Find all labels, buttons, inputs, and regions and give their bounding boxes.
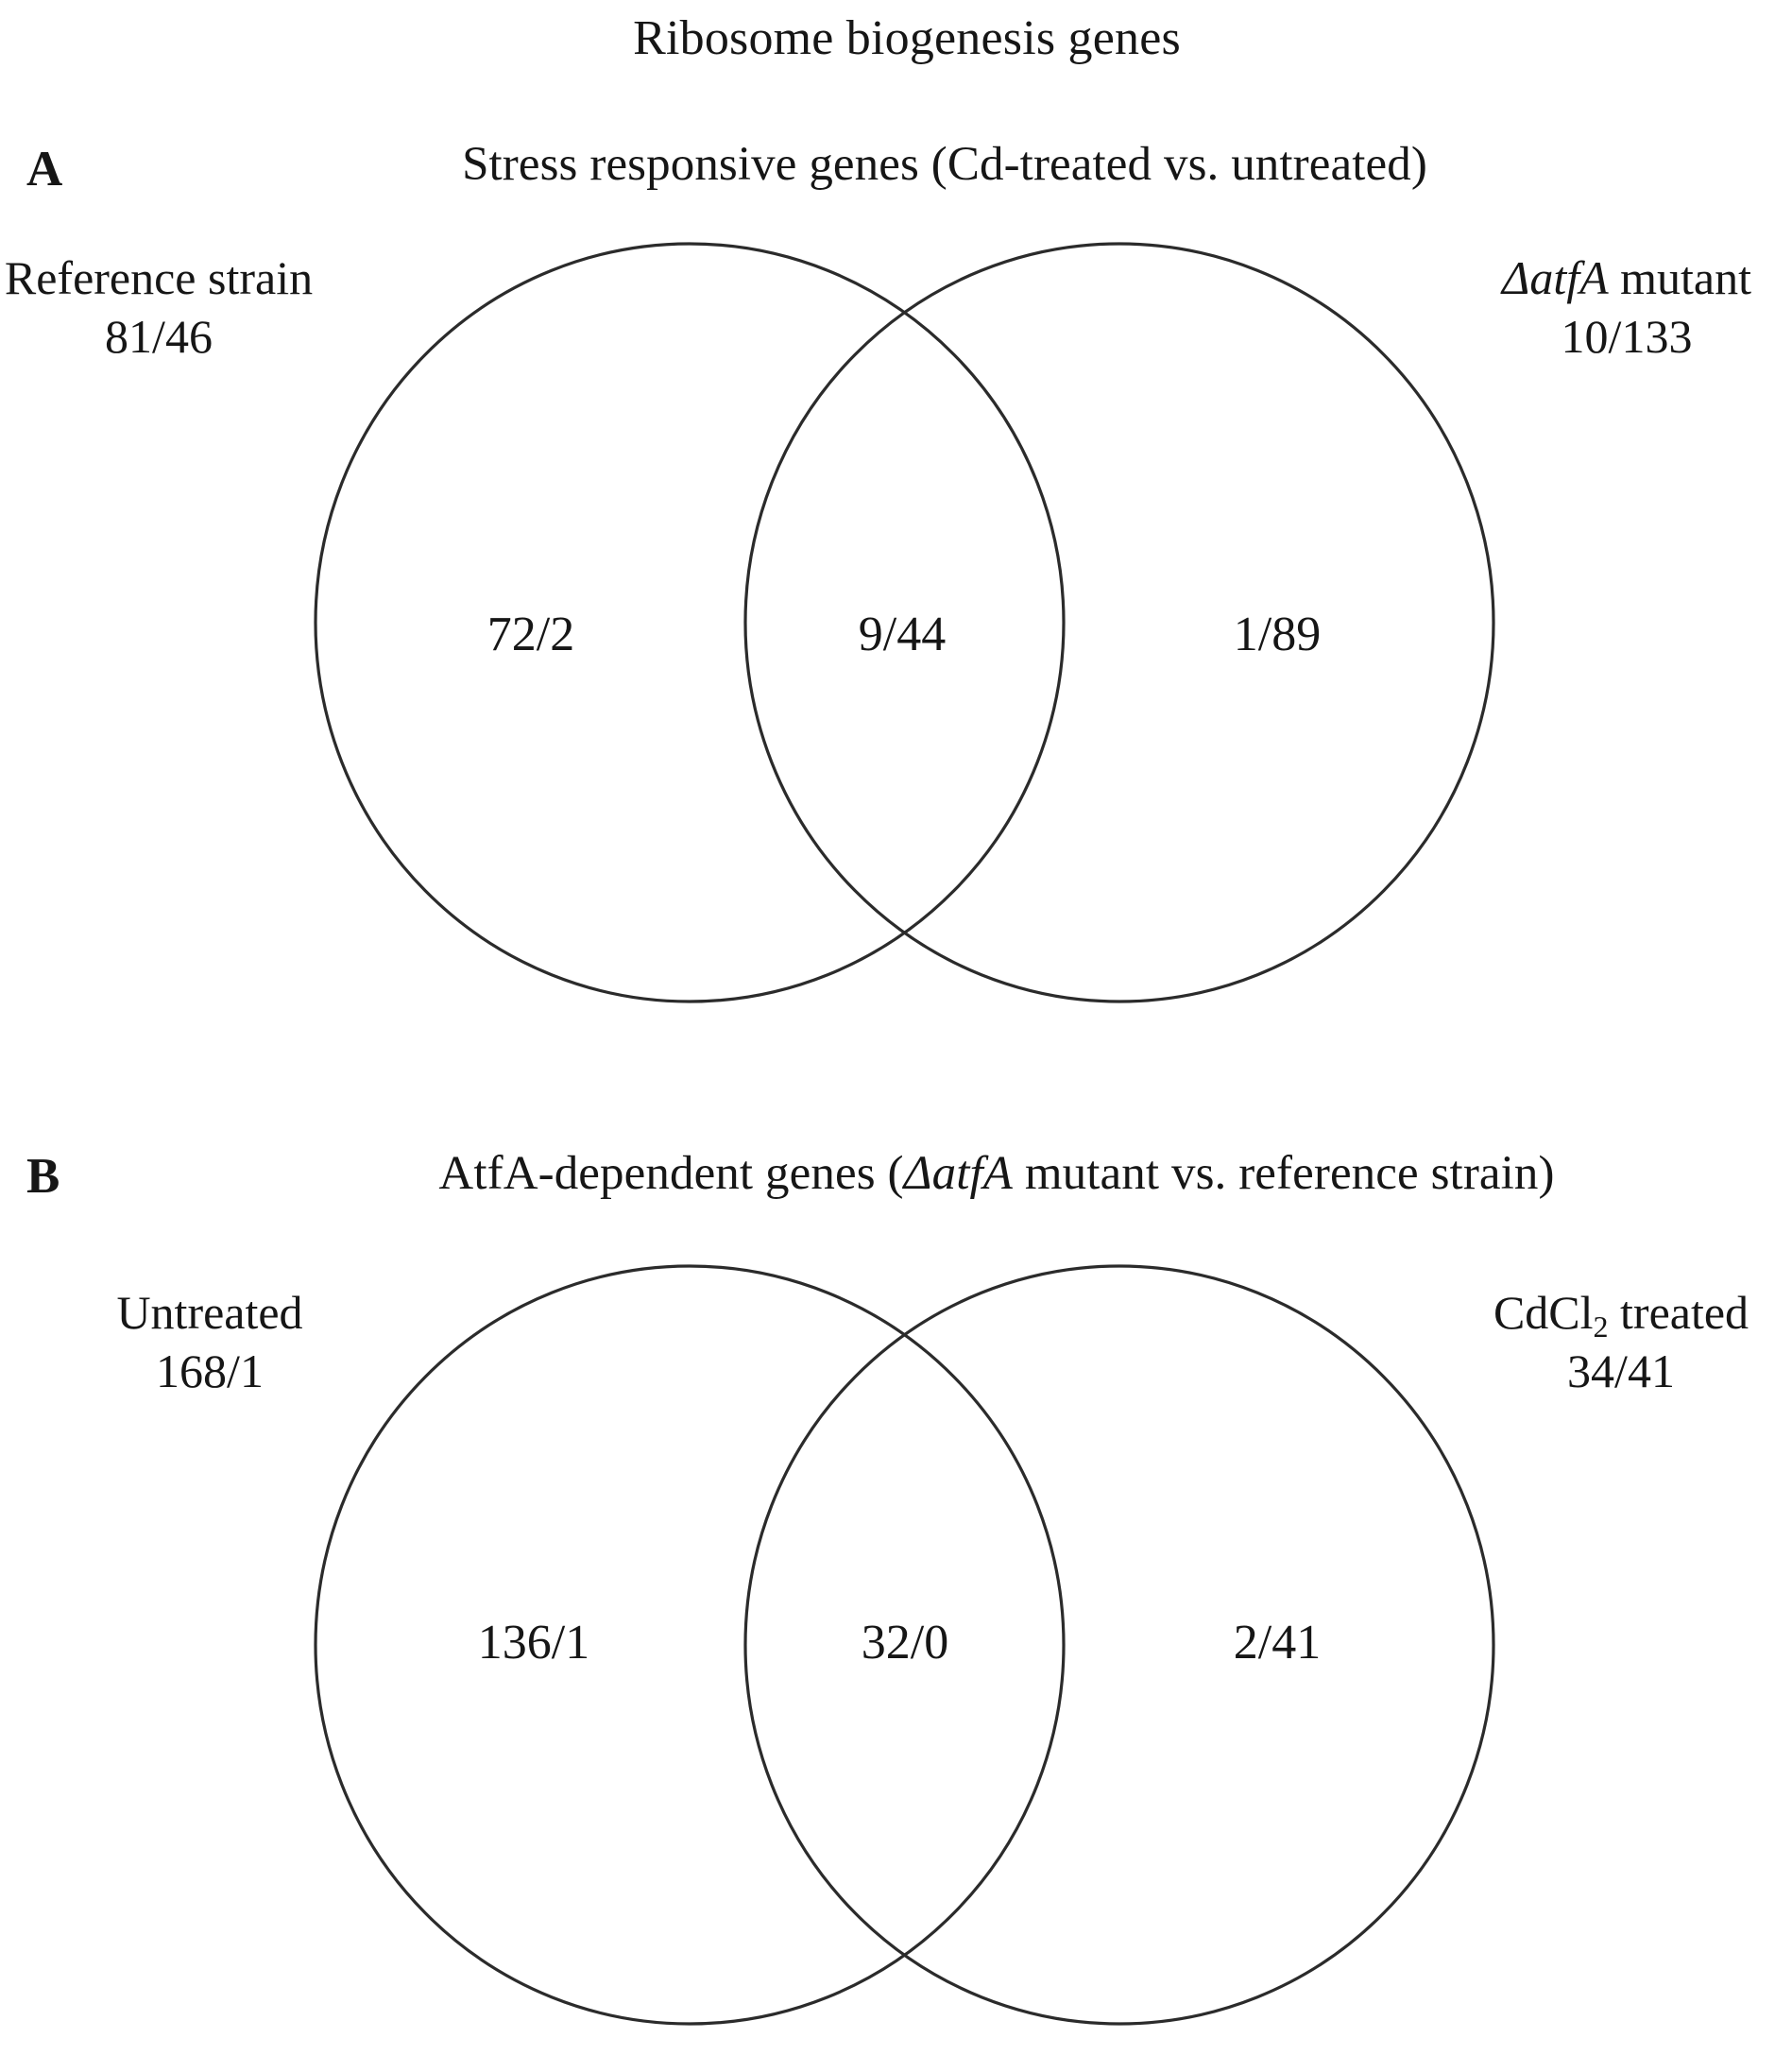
panel-b-left-set-label: Untreated 168/1: [54, 1283, 366, 1400]
panel-a-left-circle: [316, 244, 1064, 1002]
panel-b-left-set-count: 168/1: [156, 1344, 264, 1397]
panel-letter-b: B: [26, 1149, 60, 1204]
figure-title: Ribosome biogenesis genes: [633, 11, 1181, 65]
panel-a-left-set-count: 81/46: [105, 310, 213, 363]
panel-a-right-set-name-rest: mutant: [1608, 251, 1752, 304]
panel-b-right-set-label: CdCl2 treated 34/41: [1456, 1283, 1786, 1400]
panel-b-right-set-name-suffix: treated: [1608, 1286, 1749, 1339]
panel-b-right-set-name-sub: 2: [1593, 1309, 1609, 1344]
panel-b-right-set-count: 34/41: [1567, 1344, 1675, 1397]
panel-b-venn-diagram: [312, 1261, 1497, 2055]
panel-a-right-set-label: ΔatfA mutant 10/133: [1466, 248, 1787, 366]
panel-a-venn-diagram: [312, 239, 1497, 1006]
panel-b-left-set-name: Untreated: [116, 1286, 303, 1339]
panel-b-intersection-value: 32/0: [861, 1616, 949, 1670]
panel-letter-a: A: [26, 142, 63, 197]
panel-b-title-after: mutant vs. reference strain): [1013, 1147, 1555, 1200]
panel-a-intersection-value: 9/44: [858, 608, 947, 661]
panel-b-right-only-value: 2/41: [1233, 1616, 1322, 1670]
panel-b-left-only-value: 136/1: [477, 1616, 590, 1670]
panel-b-right-circle: [745, 1266, 1493, 2024]
panel-b-title-before: AtfA-dependent genes (: [438, 1147, 904, 1200]
panel-a-left-set-name: Reference strain: [4, 251, 314, 304]
panel-a-left-only-value: 72/2: [486, 608, 575, 661]
panel-a-right-only-value: 1/89: [1233, 608, 1322, 661]
panel-b-right-set-name-prefix: CdCl: [1493, 1286, 1594, 1339]
panel-b-left-circle: [316, 1266, 1064, 2024]
panel-a-right-set-count: 10/133: [1561, 310, 1693, 363]
panel-a-right-set-name-italic: ΔatfA: [1501, 251, 1609, 304]
panel-a-left-set-label: Reference strain 81/46: [3, 248, 315, 366]
panel-a-right-circle: [745, 244, 1493, 1002]
panel-a-title: Stress responsive genes (Cd-treated vs. …: [462, 138, 1427, 191]
panel-b-title-italic: ΔatfA: [903, 1147, 1014, 1200]
panel-b-title: AtfA-dependent genes (ΔatfA mutant vs. r…: [438, 1147, 1555, 1200]
